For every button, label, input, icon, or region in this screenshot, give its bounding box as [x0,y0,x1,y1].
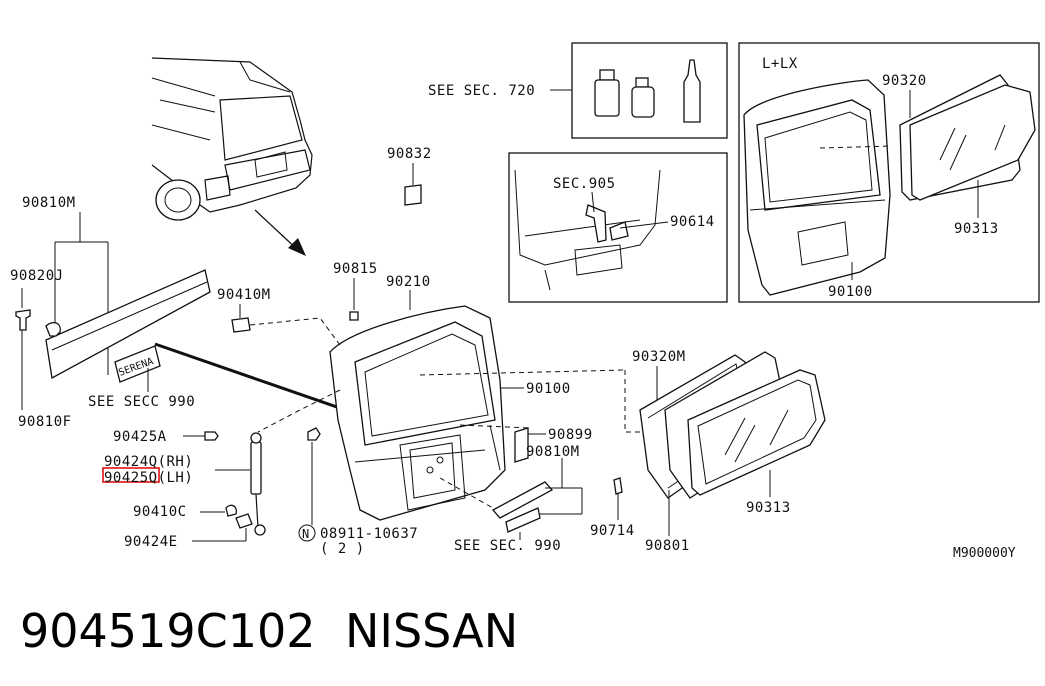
diagram-code: M900000Y [953,546,1016,561]
gas-stay [250,432,266,536]
rear-moulding [45,269,211,380]
lock-detail-door [514,169,661,291]
label-90801: 90801 [645,538,690,554]
label-sec-905: SEC.905 [553,176,616,192]
part-90832 [404,184,422,206]
label-90424E: 90424E [124,534,178,550]
emblem-lower [505,507,541,533]
label-90810F: 90810F [18,414,72,430]
label-90614: 90614 [670,214,715,230]
label-90313-top: 90313 [954,221,999,237]
label-90100-mid: 90100 [526,381,571,397]
label-90832: 90832 [387,146,432,162]
label-90410C: 90410C [133,504,187,520]
label-90425A: 90425A [113,429,167,445]
label-see-sec-720: SEE SEC. 720 [428,83,535,99]
label-90313-bottom: 90313 [746,500,791,516]
serena-emblem [114,345,161,383]
label-90425Q: 90425Q(LH) [104,470,193,486]
label-90320M: 90320M [632,349,686,365]
label-90320: 90320 [882,73,927,89]
clip-fastener [15,309,31,331]
label-90100-top: 90100 [828,284,873,300]
label-90210: 90210 [386,274,431,290]
label-90410M: 90410M [217,287,271,303]
label-90424Q: 90424Q(RH) [104,454,193,470]
sealant-bottles [594,59,701,123]
bracket-90410M [231,317,251,333]
part-90714 [613,477,623,495]
bracket-90424E [235,513,253,529]
footer-part-number: 904519C102 [20,604,316,658]
nut-08911 [307,427,321,441]
label-90810M-top: 90810M [22,195,76,211]
label-08911: 08911-10637 [320,526,418,542]
grommet [45,321,61,337]
glass-panels-main [639,351,826,499]
bolt-90425A [204,431,219,441]
label-90815: 90815 [333,261,378,277]
label-90714: 90714 [590,523,635,539]
label-see-secc-990: SEE SECC 990 [88,394,195,410]
n-mark-circle [298,524,316,542]
n-mark-text: N [302,527,309,541]
label-90810M-mid: 90810M [526,444,580,460]
moulding-group: 90810M 90820J 90810F SERENA SEE SECC 990 [10,195,211,430]
clip-90410C [225,504,237,517]
footer-brand: NISSAN [345,604,518,658]
label-see-sec-990: SEE SEC. 990 [454,538,561,554]
bolt-90815 [349,311,359,321]
main-back-door [257,305,626,521]
label-90820J: 90820J [10,268,64,284]
highlight-box [102,467,160,483]
lx-glass-panels [899,74,1036,201]
arrowhead-1 [288,238,306,256]
part-90899 [514,427,529,463]
label-l-lx: L+LX [762,56,798,72]
label-90899: 90899 [548,427,593,443]
label-qty-2: ( 2 ) [320,541,365,557]
lx-back-door [743,79,891,296]
van-rear-illustration [151,57,313,221]
garnish-lower [491,481,554,519]
